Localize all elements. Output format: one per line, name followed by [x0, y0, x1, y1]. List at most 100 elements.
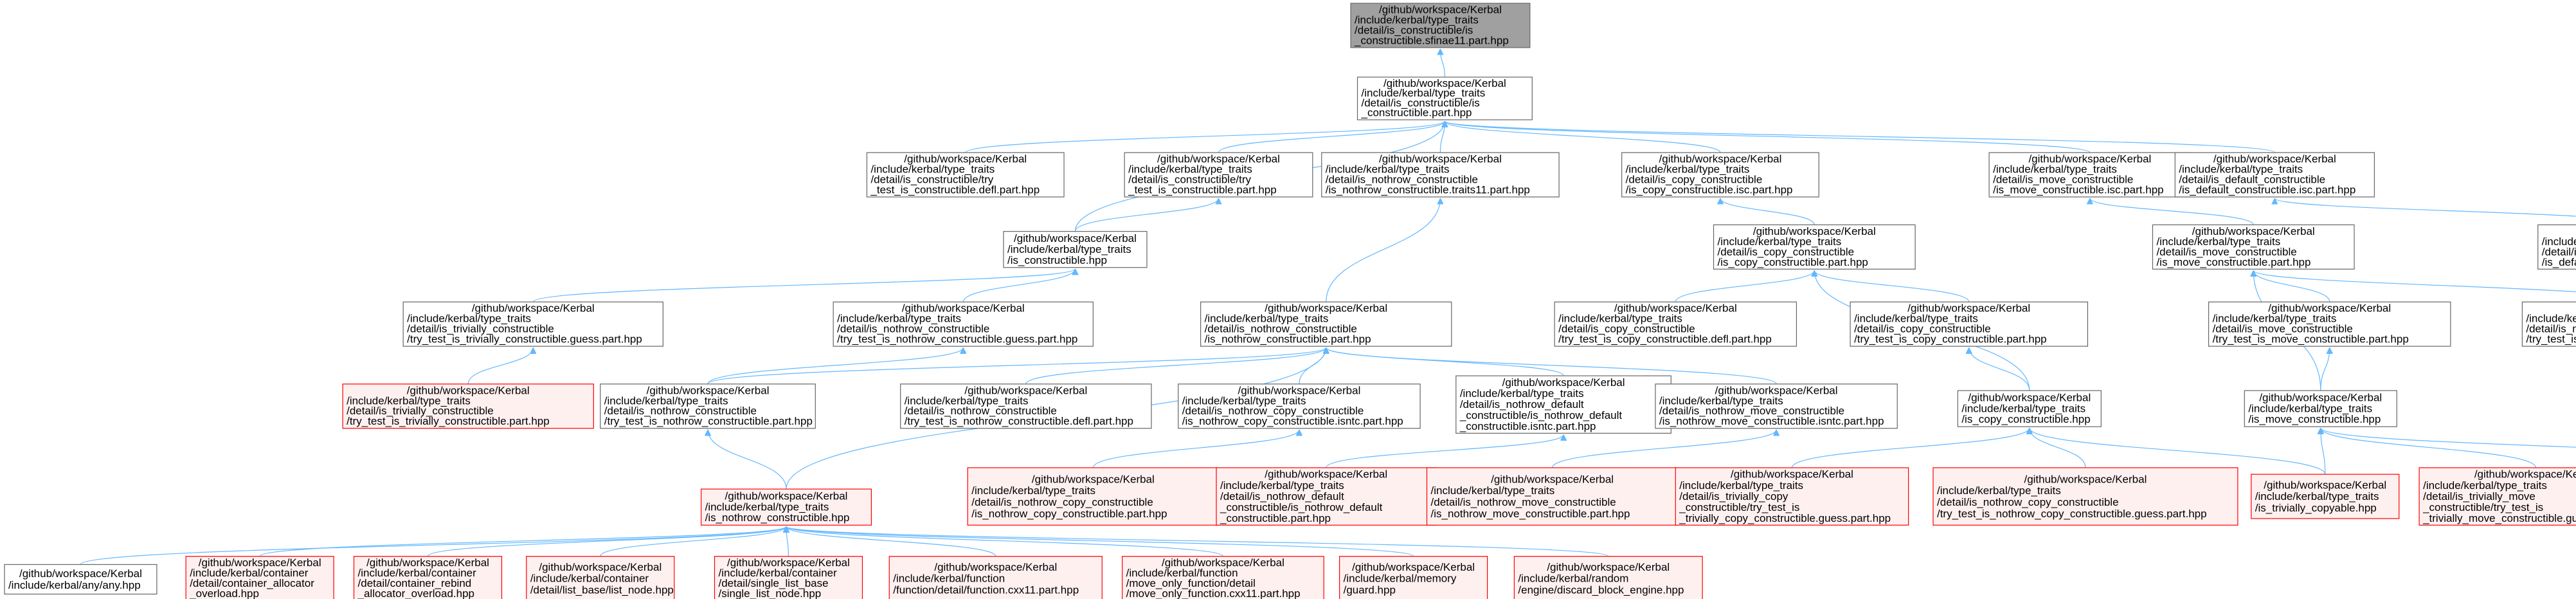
file-node-try-test-trivially-copy-guess[interactable]: /github/workspace/Kerbal/include/kerbal/… [1675, 467, 1909, 526]
node-label-line: /include/kerbal/type_traits [1854, 313, 1978, 325]
file-node-is-constructible-hpp[interactable]: /github/workspace/Kerbal/include/kerbal/… [1003, 231, 1148, 268]
file-node-is-move-constructible-isc[interactable]: /github/workspace/Kerbal/include/kerbal/… [1988, 152, 2192, 198]
node-label-line: /include/kerbal/type_traits [1220, 479, 1344, 492]
dependency-edge [1326, 347, 1777, 385]
file-node-try-test-nothrow-copy-guess[interactable]: /github/workspace/Kerbal/include/kerbal/… [1932, 467, 2238, 526]
node-label-line: /include/kerbal/type_traits [705, 501, 829, 513]
dependency-edge [1791, 427, 2029, 468]
node-label-line: /include/kerbal/container [190, 567, 309, 579]
file-node-try-test-move-part[interactable]: /github/workspace/Kerbal/include/kerbal/… [2208, 301, 2451, 347]
node-label-line: /try_test_is_copy_constructible.defl.par… [1558, 333, 1772, 346]
node-box [600, 383, 816, 429]
file-node-try-test-is-constructible-part[interactable]: /github/workspace/Kerbal/include/kerbal/… [1124, 152, 1313, 198]
file-node-any-hpp[interactable]: /github/workspace/Kerbal/include/kerbal/… [4, 564, 158, 594]
node-label-line: /include/kerbal/type_traits [2179, 163, 2303, 176]
node-label-line: /detail/is_copy_constructible [1854, 323, 1991, 335]
node-box [1321, 152, 1560, 198]
node-label-line: /detail/is_move_constructible [2213, 323, 2353, 335]
node-label-line: /detail/is_constructible/is [1362, 97, 1480, 109]
node-label-line: /github/workspace/Kerbal [1265, 468, 1387, 481]
file-node-random-discard-block-engine[interactable]: /github/workspace/Kerbal/include/kerbal/… [1513, 556, 1703, 599]
node-label-line: /is_move_constructible.hpp [2248, 413, 2381, 425]
node-box [353, 556, 503, 599]
file-node-try-test-trivially-move-guess[interactable]: /github/workspace/Kerbal/include/kerbal/… [2418, 467, 2576, 526]
file-node-move-only-function-cxx11[interactable]: /github/workspace/Kerbal/include/kerbal/… [1122, 556, 1324, 599]
file-node-is-copy-constructible-part[interactable]: /github/workspace/Kerbal/include/kerbal/… [1713, 224, 1916, 270]
node-box [2251, 474, 2400, 519]
node-label-line: /move_only_function.cxx11.part.hpp [1126, 587, 1301, 599]
file-node-is-nothrow-move-part[interactable]: /github/workspace/Kerbal/include/kerbal/… [1426, 467, 1679, 526]
file-node-is-nothrow-constructible-hpp[interactable]: /github/workspace/Kerbal/include/kerbal/… [701, 488, 872, 526]
node-label-line: /engine/discard_block_engine.hpp [1518, 584, 1684, 596]
file-node-list-base-list-node[interactable]: /github/workspace/Kerbal/include/kerbal/… [526, 556, 675, 599]
file-node-try-test-trivially-part[interactable]: /github/workspace/Kerbal/include/kerbal/… [342, 383, 594, 429]
node-label-line: /github/workspace/Kerbal [1383, 77, 1506, 89]
node-label-line: /include/kerbal/type_traits [1460, 387, 1584, 400]
node-label-line: /detail/is_trivially_move [2423, 490, 2535, 502]
node-label-line: /github/workspace/Kerbal [199, 557, 321, 569]
file-node-is-constructible-part[interactable]: /github/workspace/Kerbal/include/kerbal/… [1356, 77, 1533, 120]
file-node-is-nothrow-default-part[interactable]: /github/workspace/Kerbal/include/kerbal/… [1216, 467, 1437, 526]
file-node-is-nothrow-default-isntc[interactable]: /github/workspace/Kerbal/include/kerbal/… [1455, 375, 1671, 434]
file-node-is-copy-constructible-hpp[interactable]: /github/workspace/Kerbal/include/kerbal/… [1957, 390, 2102, 427]
node-label-line: /try_test_is_nothrow_constructible.defl.… [905, 415, 1133, 427]
node-box [1124, 152, 1313, 198]
node-box [866, 152, 1065, 198]
file-node-is-default-constructible-part[interactable]: /github/workspace/Kerbal/include/kerbal/… [2537, 224, 2576, 270]
file-node-is-copy-constructible-isc[interactable]: /github/workspace/Kerbal/include/kerbal/… [1621, 152, 1819, 198]
nodes-layer: /github/workspace/Kerbal/include/kerbal/… [4, 3, 2576, 599]
dependency-edge [1720, 198, 1815, 225]
dependency-edge [2320, 347, 2330, 391]
node-label-line: /try_test_is_trivially_constructible.gue… [407, 333, 642, 346]
node-label-line: /detail/container_rebind [358, 577, 472, 589]
node-label-line: _test_is_constructible.part.hpp [1128, 184, 1277, 196]
dependency-edge [1445, 120, 2091, 153]
file-node-try-test-nothrow-guess[interactable]: /github/workspace/Kerbal/include/kerbal/… [833, 301, 1094, 347]
file-node-is-nothrow-copy-isntc[interactable]: /github/workspace/Kerbal/include/kerbal/… [1178, 383, 1421, 429]
dependency-edge [2253, 270, 2330, 302]
dependency-edge [2274, 198, 2576, 217]
file-node-memory-guard[interactable]: /github/workspace/Kerbal/include/kerbal/… [1339, 556, 1488, 599]
node-label-line: /include/kerbal/type_traits [1626, 163, 1750, 176]
file-node-is-nothrow-constructible-part[interactable]: /github/workspace/Kerbal/include/kerbal/… [1200, 301, 1452, 347]
node-label-line: /github/workspace/Kerbal [1491, 473, 1614, 485]
node-label-line: /include/kerbal/container [719, 567, 838, 579]
file-node-try-test-move-defl[interactable]: /github/workspace/Kerbal/include/kerbal/… [2521, 301, 2576, 347]
dependency-edge [1218, 120, 1445, 153]
file-node-is-nothrow-copy-part[interactable]: /github/workspace/Kerbal/include/kerbal/… [967, 467, 1220, 526]
file-node-container-allocator-overload[interactable]: /github/workspace/Kerbal/include/kerbal/… [185, 556, 334, 599]
file-node-is-move-constructible-part[interactable]: /github/workspace/Kerbal/include/kerbal/… [2152, 224, 2355, 270]
file-node-try-test-nothrow-part[interactable]: /github/workspace/Kerbal/include/kerbal/… [600, 383, 816, 429]
file-node-is-nothrow-constructible-traits11[interactable]: /github/workspace/Kerbal/include/kerbal/… [1321, 152, 1560, 198]
node-label-line: /github/workspace/Kerbal [904, 153, 1027, 165]
file-node-single-list-node[interactable]: /github/workspace/Kerbal/include/kerbal/… [714, 556, 863, 599]
node-label-line: /github/workspace/Kerbal [1614, 302, 1737, 315]
file-node-container-rebind-allocator[interactable]: /github/workspace/Kerbal/include/kerbal/… [353, 556, 503, 599]
node-label-line: /github/workspace/Kerbal [1014, 232, 1137, 244]
node-label-line: /detail/is_nothrow_constructible [905, 405, 1057, 417]
file-node-try-test-is-constructible-defl[interactable]: /github/workspace/Kerbal/include/kerbal/… [866, 152, 1065, 198]
node-label-line: /github/workspace/Kerbal [2024, 473, 2147, 485]
node-label-line: /include/kerbal/function [1126, 567, 1238, 579]
file-node-is-default-constructible-isc[interactable]: /github/workspace/Kerbal/include/kerbal/… [2174, 152, 2375, 198]
node-label-line: /include/kerbal/container [530, 573, 649, 585]
node-label-line: /detail/is_copy_constructible [1558, 323, 1695, 335]
file-node-is-move-constructible-hpp[interactable]: /github/workspace/Kerbal/include/kerbal/… [2244, 390, 2397, 427]
file-node-function-cxx11[interactable]: /github/workspace/Kerbal/include/kerbal/… [888, 556, 1103, 599]
dependency-edge [708, 430, 787, 490]
file-node-is-nothrow-move-isntc[interactable]: /github/workspace/Kerbal/include/kerbal/… [1655, 383, 1898, 429]
node-label-line: /include/kerbal/type_traits [1362, 87, 1486, 99]
node-label-line: /github/workspace/Kerbal [1157, 153, 1280, 165]
file-node-root[interactable]: /github/workspace/Kerbal/include/kerbal/… [1350, 3, 1531, 48]
node-label-line: /detail/is_nothrow_move_constructible [1431, 496, 1616, 508]
file-node-try-test-trivially-guess[interactable]: /github/workspace/Kerbal/include/kerbal/… [402, 301, 663, 347]
file-node-try-test-copy-defl[interactable]: /github/workspace/Kerbal/include/kerbal/… [1554, 301, 1797, 347]
node-box [1513, 556, 1703, 599]
node-label-line: /github/workspace/Kerbal [647, 384, 770, 396]
file-node-try-test-nothrow-defl[interactable]: /github/workspace/Kerbal/include/kerbal/… [900, 383, 1152, 429]
dependency-edge [1326, 434, 1563, 468]
file-node-try-test-copy-part[interactable]: /github/workspace/Kerbal/include/kerbal/… [1850, 301, 2089, 347]
file-node-is-trivially-copyable-hpp[interactable]: /github/workspace/Kerbal/include/kerbal/… [2251, 474, 2400, 519]
dependency-edge [1092, 429, 1299, 468]
